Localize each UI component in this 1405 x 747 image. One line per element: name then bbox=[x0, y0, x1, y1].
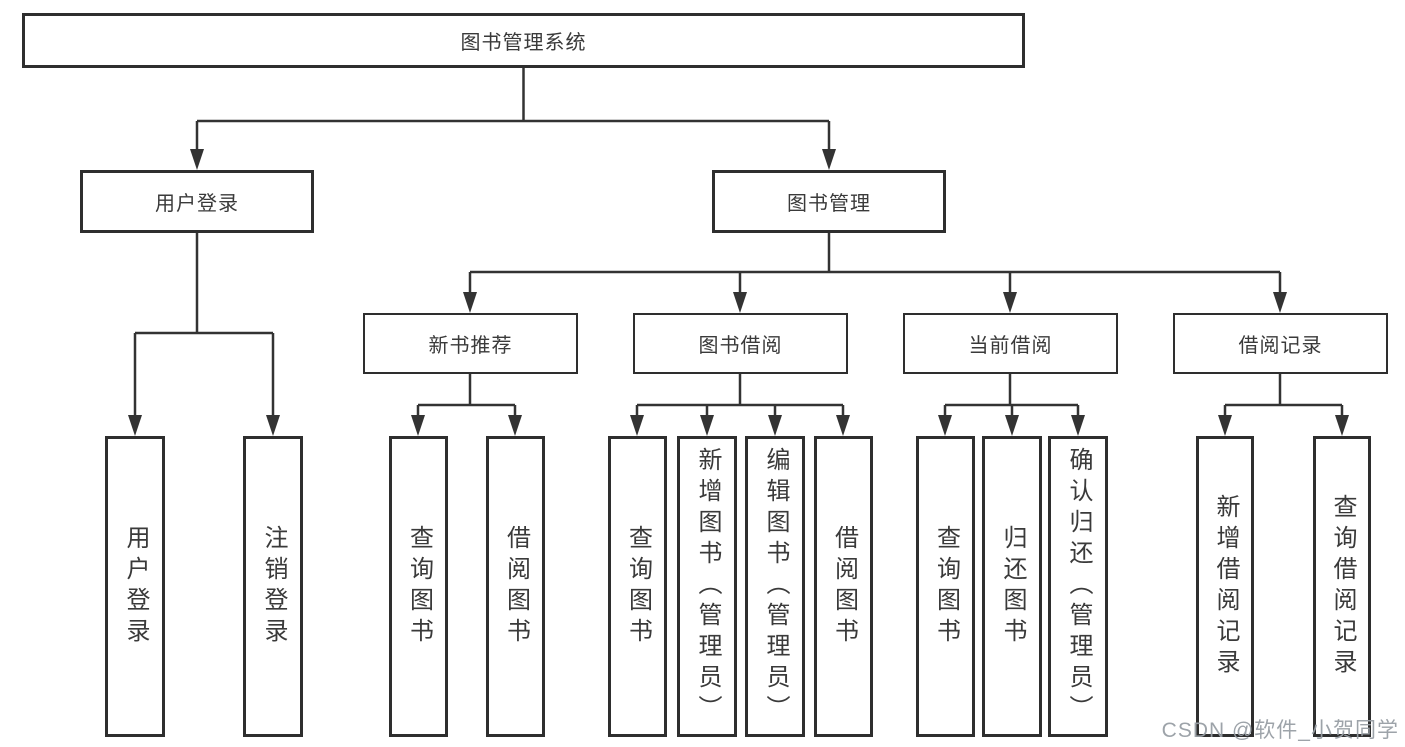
connector-userlogin-to-leaves bbox=[133, 233, 275, 418]
leaf-newbook-query-books: 查询图书 bbox=[389, 436, 448, 737]
node-borrow-records-label: 借阅记录 bbox=[1238, 335, 1323, 357]
leaf-newbook-query-books-label: 查询图书 bbox=[405, 524, 433, 649]
leaf-borrow-query-books: 查询图书 bbox=[608, 436, 667, 737]
connector-currentborrow-to-leaves bbox=[943, 374, 1080, 419]
leaf-borrow-borrow-books-label: 借阅图书 bbox=[830, 524, 858, 649]
node-new-book-recommend: 新书推荐 bbox=[363, 313, 578, 374]
leaf-user-login: 用户登录 bbox=[105, 436, 165, 737]
leaf-current-query-books-label: 查询图书 bbox=[932, 524, 960, 649]
leaf-user-login-label: 用户登录 bbox=[122, 524, 149, 649]
leaf-borrow-edit-books-admin: 编辑图书（管理员） bbox=[745, 436, 805, 737]
node-root-system-label: 图书管理系统 bbox=[460, 32, 587, 54]
connector-bookmgmt-to-level3 bbox=[468, 233, 1282, 295]
leaf-records-add-record: 新增借阅记录 bbox=[1196, 436, 1254, 737]
node-current-borrow: 当前借阅 bbox=[903, 313, 1118, 374]
leaf-newbook-borrow-books: 借阅图书 bbox=[486, 436, 545, 737]
leaf-current-return-books: 归还图书 bbox=[982, 436, 1042, 737]
connector-records-to-leaves bbox=[1223, 374, 1344, 419]
leaf-borrow-borrow-books: 借阅图书 bbox=[814, 436, 873, 737]
connector-root-to-level2 bbox=[195, 68, 831, 151]
leaf-borrow-add-books-admin-label: 新增图书（管理员） bbox=[694, 447, 721, 726]
leaf-borrow-edit-books-admin-label: 编辑图书（管理员） bbox=[762, 447, 789, 726]
arrowheads bbox=[128, 149, 1349, 436]
node-borrow-records: 借阅记录 bbox=[1173, 313, 1388, 374]
node-book-borrow: 图书借阅 bbox=[633, 313, 848, 374]
node-new-book-recommend-label: 新书推荐 bbox=[428, 335, 513, 357]
node-root-system: 图书管理系统 bbox=[22, 13, 1025, 68]
node-current-borrow-label: 当前借阅 bbox=[968, 335, 1053, 357]
leaf-current-confirm-return-admin-label: 确认归还（管理员） bbox=[1065, 447, 1092, 726]
leaf-newbook-borrow-books-label: 借阅图书 bbox=[502, 524, 530, 649]
node-book-management: 图书管理 bbox=[712, 170, 946, 233]
leaf-logout: 注销登录 bbox=[243, 436, 303, 737]
leaf-borrow-add-books-admin: 新增图书（管理员） bbox=[677, 436, 737, 737]
leaf-borrow-query-books-label: 查询图书 bbox=[624, 524, 652, 649]
node-user-login: 用户登录 bbox=[80, 170, 314, 233]
leaf-current-confirm-return-admin: 确认归还（管理员） bbox=[1048, 436, 1108, 737]
connector-newbook-to-leaves bbox=[416, 374, 517, 419]
leaf-records-add-record-label: 新增借阅记录 bbox=[1212, 493, 1239, 680]
node-user-login-label: 用户登录 bbox=[155, 193, 239, 215]
leaf-current-query-books: 查询图书 bbox=[916, 436, 975, 737]
leaf-records-query-record: 查询借阅记录 bbox=[1313, 436, 1371, 737]
leaf-logout-label: 注销登录 bbox=[260, 524, 287, 649]
connector-bookborrow-to-leaves bbox=[635, 374, 845, 419]
leaf-current-return-books-label: 归还图书 bbox=[999, 524, 1026, 649]
leaf-records-query-record-label: 查询借阅记录 bbox=[1329, 493, 1356, 680]
csdn-watermark: CSDN @软件_小贺同学 bbox=[1161, 719, 1399, 742]
node-book-borrow-label: 图书借阅 bbox=[698, 335, 783, 357]
node-book-management-label: 图书管理 bbox=[787, 193, 871, 215]
